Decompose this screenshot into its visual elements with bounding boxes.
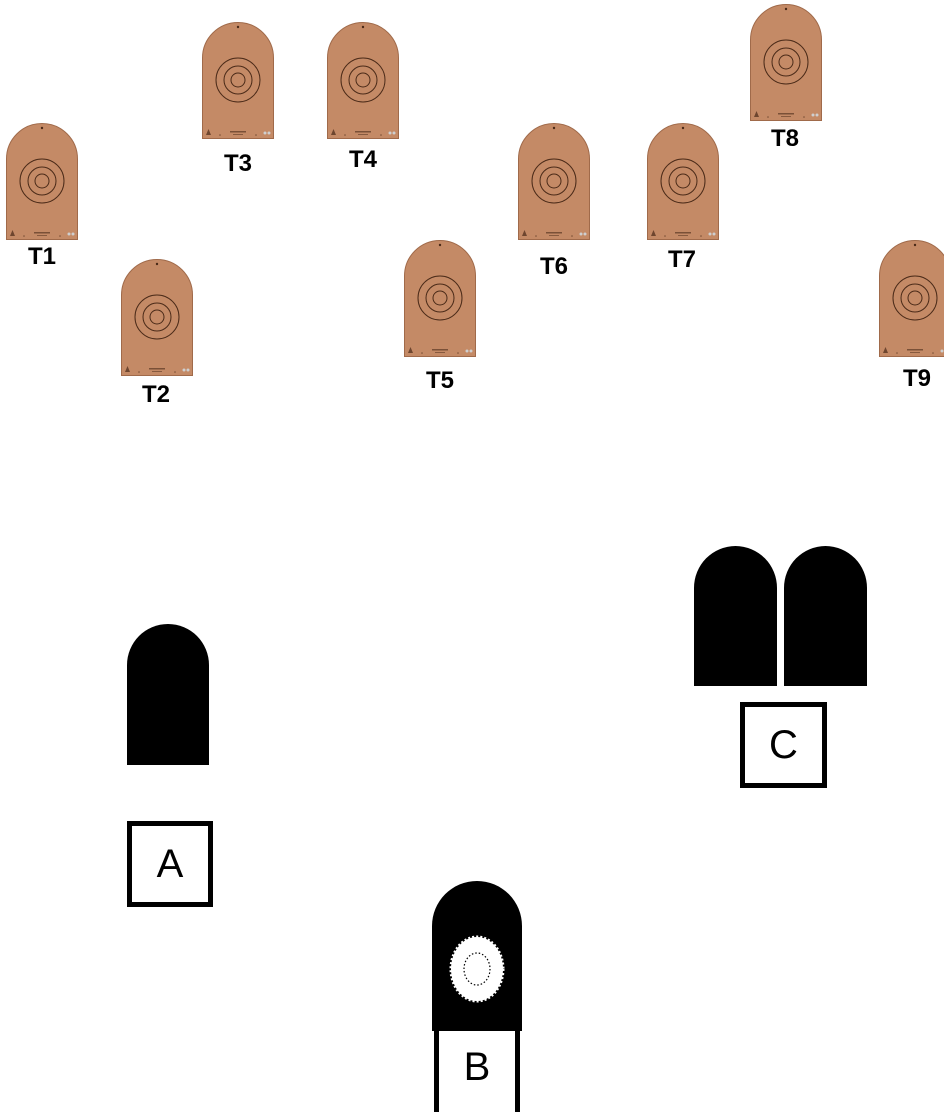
target-label-t1: T1 xyxy=(2,243,82,271)
target-label-t2: T2 xyxy=(116,381,196,409)
station-box-a: A xyxy=(127,821,213,907)
station-label-a: A xyxy=(157,842,184,887)
target-t3 xyxy=(202,22,274,139)
station-label-b: B xyxy=(464,1045,491,1090)
target-label-t3: T3 xyxy=(198,150,278,178)
target-b-scoring-oval xyxy=(451,937,503,1001)
target-t1 xyxy=(6,123,78,240)
black-target-c-left xyxy=(694,546,777,686)
target-t2 xyxy=(121,259,193,376)
target-label-t7: T7 xyxy=(642,246,722,274)
target-t7 xyxy=(647,123,719,240)
target-label-t9: T9 xyxy=(877,365,944,393)
black-target-b xyxy=(432,881,522,1031)
target-t8 xyxy=(750,4,822,121)
station-box-b: B xyxy=(434,1026,520,1112)
target-label-t4: T4 xyxy=(323,146,403,174)
target-t4 xyxy=(327,22,399,139)
station-box-c: C xyxy=(740,702,827,788)
black-target-c-right xyxy=(784,546,867,686)
black-target-a xyxy=(127,624,209,765)
target-t6 xyxy=(518,123,590,240)
target-label-t6: T6 xyxy=(514,253,594,281)
target-t9 xyxy=(879,240,944,357)
station-label-c: C xyxy=(769,723,798,768)
target-label-t5: T5 xyxy=(400,367,480,395)
target-t5 xyxy=(404,240,476,357)
target-label-t8: T8 xyxy=(745,125,825,153)
